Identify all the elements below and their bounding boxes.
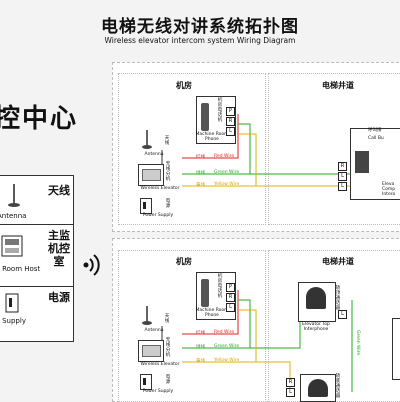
s1-red-wire-en: Red Wire xyxy=(214,154,235,159)
s1-terminal-l: L xyxy=(226,127,235,136)
s1-antenna-en: Antenna xyxy=(144,152,164,157)
wireless-signal-icon xyxy=(83,254,100,276)
s1-elevator-car-interphone xyxy=(350,128,400,200)
s1-wireless-ext-box xyxy=(138,164,164,186)
diagram-subtitle: Wireless elevator intercom system Wiring… xyxy=(104,36,296,45)
legend-row-host: r Room Host 主监机控室 xyxy=(0,224,73,287)
s2-top-en: Elevator Top Interphone xyxy=(302,322,330,332)
diagram-title: 电梯无线对讲系统拓扑图 xyxy=(101,17,299,37)
s2-shaft-label: 电梯井道 xyxy=(322,257,354,266)
s2-machine-room-label: 机房 xyxy=(176,257,192,266)
s2-phone-en: Machine Room Phone xyxy=(195,308,229,318)
legend-antenna-en: Antenna xyxy=(0,212,27,220)
s1-power-en: Power Supply xyxy=(142,213,174,218)
s1-ext-en: Wireless Elevator xyxy=(140,186,180,191)
s1-terminal-r: R xyxy=(226,117,235,126)
s2-top-cn: 轿顶通话器 xyxy=(335,286,341,311)
s1-antenna-cn: 天线 xyxy=(164,136,170,146)
s2-bottom-terminal-r: R xyxy=(286,378,295,387)
s1-call-cn: 呼叫按 xyxy=(368,128,382,133)
s2-bottom-cn: 轿底通话器 xyxy=(335,374,341,399)
s2-power-cn: 电源 xyxy=(165,375,171,385)
s2-antenna-cn: 天线 xyxy=(164,314,170,324)
s1-yellow-wire-en: Yellow Wire xyxy=(214,182,240,187)
s1-call-en: Call Bu xyxy=(368,136,384,141)
s2-antenna-icon xyxy=(142,306,152,325)
legend-power-en: r Supply xyxy=(0,317,26,325)
s1-yellow-wire-cn: 黄线 xyxy=(196,183,205,188)
s2-red-wire-cn: 红线 xyxy=(196,331,205,336)
legend-table: Antenna 天线 r Room Host 主监机控室 r Supply 电源 xyxy=(0,175,74,342)
s2-green-vert-label: Green Wire xyxy=(355,330,360,356)
s1-phone-cn: 机房电话机 xyxy=(217,98,223,123)
s2-red-wire-en: Red Wire xyxy=(214,330,235,335)
s1-elevator-box-label: Eleva Comp Intero xyxy=(382,182,396,197)
host-phone-icon xyxy=(1,235,23,257)
legend-host-cn: 主监机控室 xyxy=(48,229,70,268)
s2-power-en: Power Supply xyxy=(142,389,174,394)
s2-green-wire-cn: 绿线 xyxy=(196,345,205,350)
s1-right-terminal-l2: L xyxy=(338,182,347,191)
s1-shaft-label: 电梯井道 xyxy=(322,81,354,90)
s2-ext-en: Wireless Elevator xyxy=(140,362,180,367)
legend-antenna-cn: 天线 xyxy=(48,184,70,197)
s2-elevator-top-interphone xyxy=(298,282,336,322)
s1-power-box xyxy=(140,198,152,214)
legend-host-en: r Room Host xyxy=(0,265,41,273)
s2-yellow-wire-cn: 黄线 xyxy=(196,359,205,364)
s2-terminal-l: L xyxy=(226,303,235,312)
legend-power-cn: 电源 xyxy=(48,291,70,304)
s1-machine-room-label: 机房 xyxy=(176,81,192,90)
s2-yellow-wire-en: Yellow Wire xyxy=(214,358,240,363)
antenna-icon xyxy=(8,184,20,207)
s1-terminal-p: P xyxy=(226,107,235,116)
legend-row-power: r Supply 电源 xyxy=(0,286,73,342)
s1-green-wire-en: Green Wire xyxy=(214,170,240,175)
s1-ext-cn: 无线分机 xyxy=(165,162,171,182)
section2-machine-room xyxy=(118,250,266,402)
control-center-heading: 控中心 xyxy=(0,104,79,134)
s1-antenna-icon xyxy=(142,130,152,149)
s2-terminal-p: P xyxy=(226,283,235,292)
s2-ext-cn: 无线分机 xyxy=(165,338,171,358)
s1-right-terminal-l1: L xyxy=(338,172,347,181)
s2-wireless-ext-box xyxy=(138,340,164,362)
s1-green-wire-cn: 绿线 xyxy=(196,171,205,176)
legend-row-antenna: Antenna 天线 xyxy=(0,176,73,224)
s2-right-terminal-l: L xyxy=(338,310,347,319)
s1-right-terminal-r: R xyxy=(338,162,347,171)
s2-terminal-r: R xyxy=(226,293,235,302)
s1-power-cn: 电源 xyxy=(165,199,171,209)
s2-phone-cn: 机房电话机 xyxy=(217,274,223,299)
s2-right-edge-device xyxy=(392,318,400,380)
s1-phone-en: Machine Room Phone xyxy=(195,132,229,142)
s2-green-wire-en: Green Wire xyxy=(214,344,240,349)
power-supply-icon xyxy=(5,293,19,313)
s2-power-box xyxy=(140,374,152,390)
s2-antenna-en: Antenna xyxy=(144,328,164,333)
s2-elevator-bottom-interphone xyxy=(300,374,336,402)
s1-red-wire-cn: 红线 xyxy=(196,155,205,160)
s2-bottom-terminal-l: L xyxy=(286,388,295,397)
